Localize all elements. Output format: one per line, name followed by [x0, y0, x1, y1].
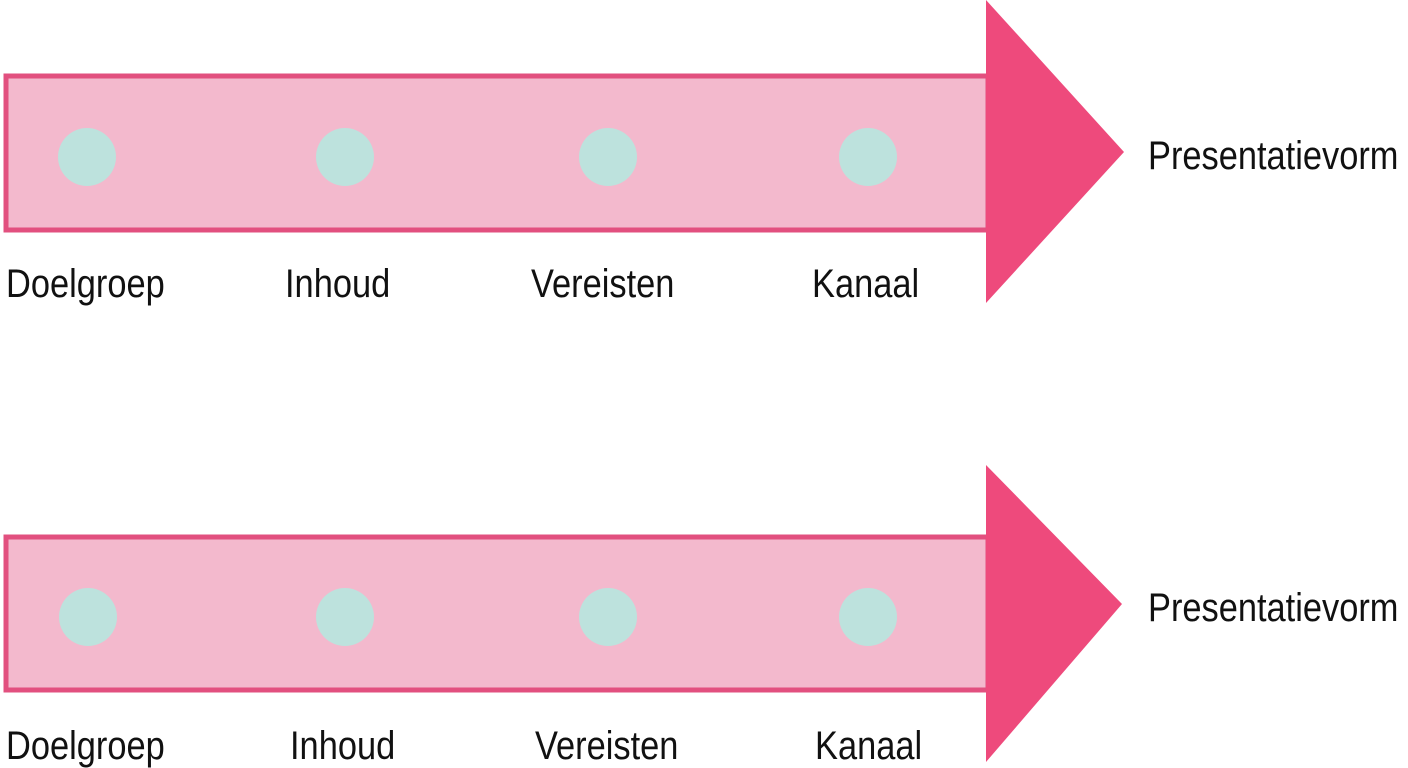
step-label: Doelgroep — [6, 724, 165, 768]
step-dot-icon — [839, 128, 897, 186]
step-dot-icon — [59, 588, 117, 646]
result-label: Presentatievorm — [1148, 586, 1399, 630]
step-dot-icon — [58, 128, 116, 186]
arrow-head-icon — [986, 465, 1122, 762]
arrow-shape — [3, 465, 1122, 762]
step-dot-icon — [579, 588, 637, 646]
step-dot-icon — [839, 588, 897, 646]
process-arrow-1: Doelgroep Inhoud Vereisten Kanaal Presen… — [0, 0, 1408, 310]
step-label: Vereisten — [535, 724, 679, 768]
step-dot-icon — [579, 128, 637, 186]
step-label: Doelgroep — [6, 262, 165, 306]
arrow-head-icon — [986, 0, 1124, 303]
step-label: Inhoud — [285, 262, 391, 306]
step-label: Vereisten — [531, 262, 675, 306]
step-label: Kanaal — [812, 262, 920, 306]
result-label: Presentatievorm — [1148, 134, 1399, 178]
step-label: Kanaal — [815, 724, 923, 768]
process-arrow-2: Doelgroep Inhoud Vereisten Kanaal Presen… — [0, 460, 1408, 768]
step-dot-icon — [316, 128, 374, 186]
arrow-shape — [3, 0, 1124, 303]
step-dot-icon — [316, 588, 374, 646]
step-label: Inhoud — [290, 724, 396, 768]
